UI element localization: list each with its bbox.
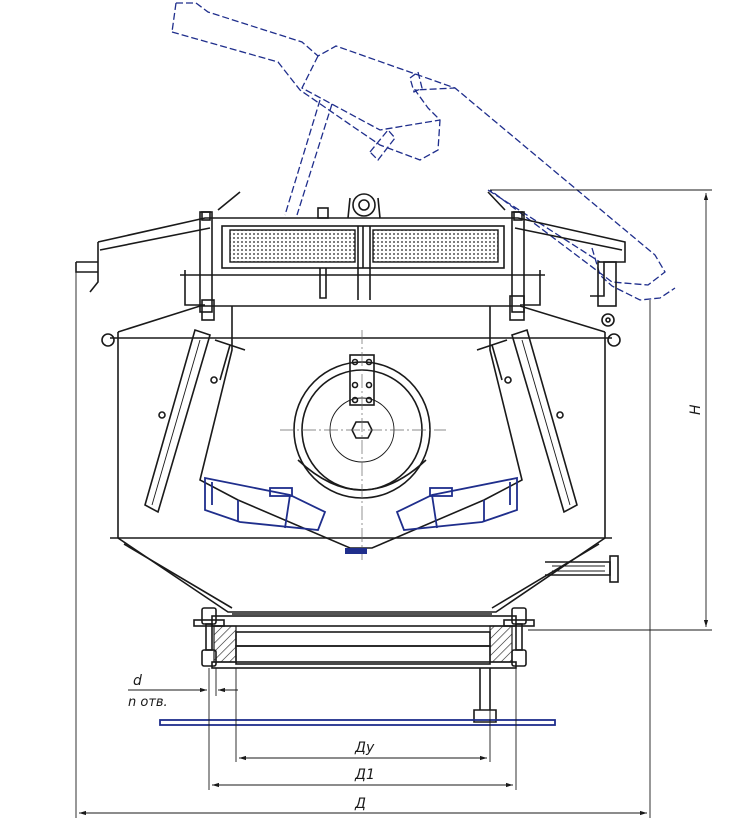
dim-hole-count-label: n отв.	[128, 695, 168, 710]
main-housing	[101, 305, 621, 560]
open-lid-phantom	[171, 2, 676, 301]
dim-du-label: Ду	[354, 740, 375, 756]
dimensions: H Ду Д1 Д d n отв.	[75, 189, 712, 818]
top-cover	[75, 191, 626, 327]
dim-d-label: Д	[354, 796, 366, 812]
dim-height-label: H	[688, 404, 704, 415]
dim-d1-label: Д1	[354, 767, 375, 783]
outlet-cone	[117, 537, 619, 726]
dim-hole-diameter-label: d	[133, 673, 142, 689]
